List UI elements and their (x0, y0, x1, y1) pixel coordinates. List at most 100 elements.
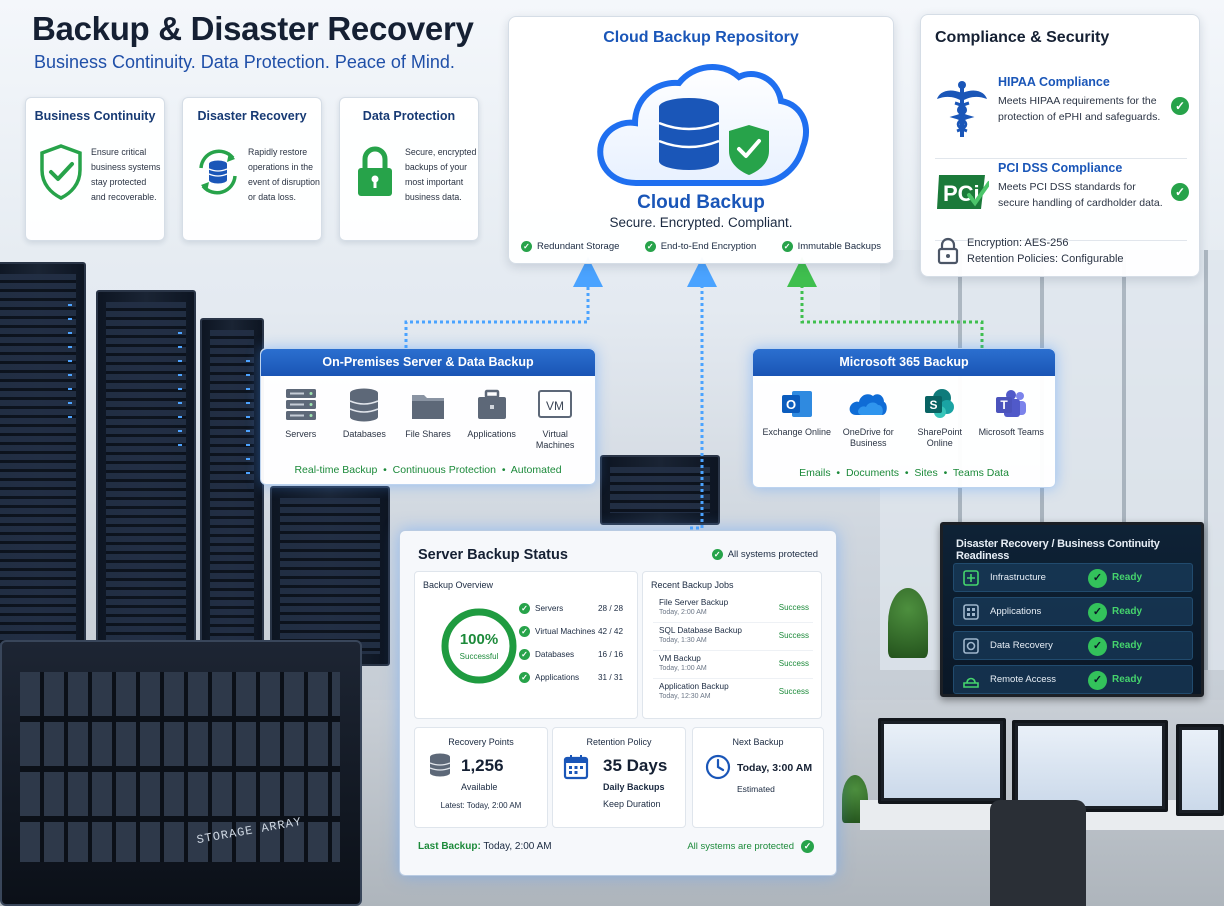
readiness-row: Infrastructure ✓ Ready (953, 563, 1193, 592)
table-row[interactable]: Application Backup Today, 12:30 AM Succe… (659, 682, 809, 700)
infrastructure-icon (963, 570, 979, 586)
clock-icon (705, 754, 731, 780)
cloud-features: ✓Redundant Storage ✓End-to-End Encryptio… (521, 241, 881, 252)
sharepoint-icon: S (924, 389, 954, 418)
m365-backup-panel: Microsoft 365 Backup O Exchange Online O… (752, 348, 1056, 488)
m365-source-exchange: O Exchange Online (762, 387, 832, 449)
card-data-protection: Data Protection Secure, encrypted backup… (339, 97, 479, 241)
desk-monitor (1176, 724, 1224, 816)
cloud-feature: ✓Redundant Storage (521, 241, 619, 252)
compliance-security-panel: Compliance & Security HIPAA Compliance M… (920, 14, 1200, 277)
cloud-feature: ✓End-to-End Encryption (644, 241, 756, 252)
encryption-text: Encryption: AES-256 (967, 237, 1069, 249)
onprem-sources: Servers Databases File Shares Applicatio… (269, 387, 587, 451)
readiness-title: Disaster Recovery / Business Continuity … (956, 538, 1160, 562)
m365-title: Microsoft 365 Backup (753, 349, 1055, 376)
shield-check-icon (40, 144, 82, 200)
card-title: Data Protection (362, 109, 456, 123)
storage-array (0, 640, 362, 906)
page-title: Backup & Disaster Recovery (32, 10, 474, 47)
table-row[interactable]: File Server Backup Today, 2:00 AM Succes… (653, 596, 813, 623)
retention-policy-card: Retention Policy 35 Days Daily Backups K… (552, 727, 686, 828)
vm-icon: VM (538, 390, 573, 418)
readiness-row: Remote Access ✓ Ready (953, 665, 1193, 694)
m365-source-sharepoint: S SharePoint Online (905, 387, 975, 449)
server-backup-status: Server Backup Status ✓All systems protec… (399, 530, 837, 876)
onprem-tags: Real-time Backup • Continuous Protection… (294, 464, 562, 476)
onprem-source-servers: Servers (269, 387, 333, 451)
office-chair (990, 800, 1086, 906)
m365-source-onedrive: OneDrive for Business (833, 387, 903, 449)
cloud-panel-heading: Cloud Backup Repository (603, 29, 799, 46)
m365-sources: O Exchange Online OneDrive for Business … (761, 387, 1047, 449)
database-sync-icon (199, 149, 237, 195)
table-row[interactable]: SQL Database Backup Today, 1:30 AM Succe… (653, 624, 813, 651)
pci-logo-icon: PCi (937, 175, 989, 209)
teams-icon: T (996, 390, 1027, 417)
svg-text:O: O (786, 397, 796, 412)
calendar-icon (563, 755, 589, 780)
lock-icon (937, 237, 959, 265)
check-icon: ✓ (1171, 97, 1189, 115)
card-disaster-recovery: Disaster Recovery Rapidly restore operat… (182, 97, 322, 241)
server-rack (270, 486, 390, 666)
cloud-backup-tagline: Secure. Encrypted. Compliant. (609, 215, 793, 230)
backup-overview: Backup Overview 100% Successful ✓Servers… (414, 571, 638, 719)
success-gauge: 100% Successful (439, 606, 519, 686)
svg-text:VM: VM (546, 399, 564, 413)
status-badge: ✓All systems protected (711, 549, 818, 560)
gauge-value: 100% (459, 631, 499, 648)
server-icon (285, 389, 316, 420)
check-icon: ✓ (519, 649, 530, 660)
data-recovery-icon (963, 638, 979, 654)
onedrive-icon (849, 394, 888, 415)
divider (935, 158, 1187, 159)
card-text: Rapidly restore operations in the event … (248, 147, 320, 202)
server-rack (600, 455, 720, 525)
recent-backup-jobs[interactable]: Recent Backup Jobs File Server Backup To… (642, 571, 822, 719)
status-title: Server Backup Status (418, 547, 568, 563)
check-icon: ✓ (519, 603, 530, 614)
briefcase-icon (477, 389, 506, 419)
applications-icon (963, 604, 979, 620)
card-business-continuity: Business Continuity Ensure critical busi… (25, 97, 165, 241)
check-icon: ✓ (781, 241, 793, 252)
readiness-row: Applications ✓ Ready (953, 597, 1193, 626)
ready-check-icon: ✓ (1088, 637, 1107, 656)
onprem-to-cloud-connector (404, 257, 603, 348)
check-icon: ✓ (711, 549, 723, 560)
onprem-title: On-Premises Server & Data Backup (261, 349, 595, 376)
gauge-label: Successful (459, 652, 499, 661)
table-row[interactable]: VM Backup Today, 1:00 AM Success (653, 652, 813, 679)
hipaa-text: Meets HIPAA requirements for the protect… (998, 95, 1161, 123)
gauge-ring (441, 608, 517, 684)
onprem-source-applications: Applications (460, 387, 524, 451)
server-rack (200, 318, 264, 658)
retention-text: Retention Policies: Configurable (967, 253, 1124, 265)
desk-monitor (1012, 720, 1168, 812)
next-backup-card: Next Backup Today, 3:00 AM Estimated (692, 727, 824, 828)
database-icon (350, 388, 379, 422)
desk-monitor (878, 718, 1006, 804)
hipaa-title: HIPAA Compliance (998, 75, 1110, 89)
onprem-backup-panel: On-Premises Server & Data Backup Servers… (260, 348, 596, 485)
card-title: Business Continuity (34, 109, 156, 123)
check-icon: ✓ (644, 241, 656, 252)
readiness-row: Data Recovery ✓ Ready (953, 631, 1193, 660)
check-icon: ✓ (1171, 183, 1189, 201)
backup-overview-title: Backup Overview (423, 580, 494, 590)
check-icon: ✓ (519, 672, 530, 683)
card-text: Ensure critical business systems stay pr… (91, 147, 161, 202)
database-icon (429, 753, 451, 777)
onprem-source-file-shares: File Shares (396, 387, 460, 451)
cloud-backup-title: Cloud Backup (637, 192, 765, 213)
check-icon: ✓ (519, 626, 530, 637)
ready-check-icon: ✓ (1088, 671, 1107, 690)
divider (935, 240, 1187, 241)
dr-readiness-monitor: Disaster Recovery / Business Continuity … (940, 522, 1204, 697)
svg-text:T: T (1001, 398, 1009, 412)
